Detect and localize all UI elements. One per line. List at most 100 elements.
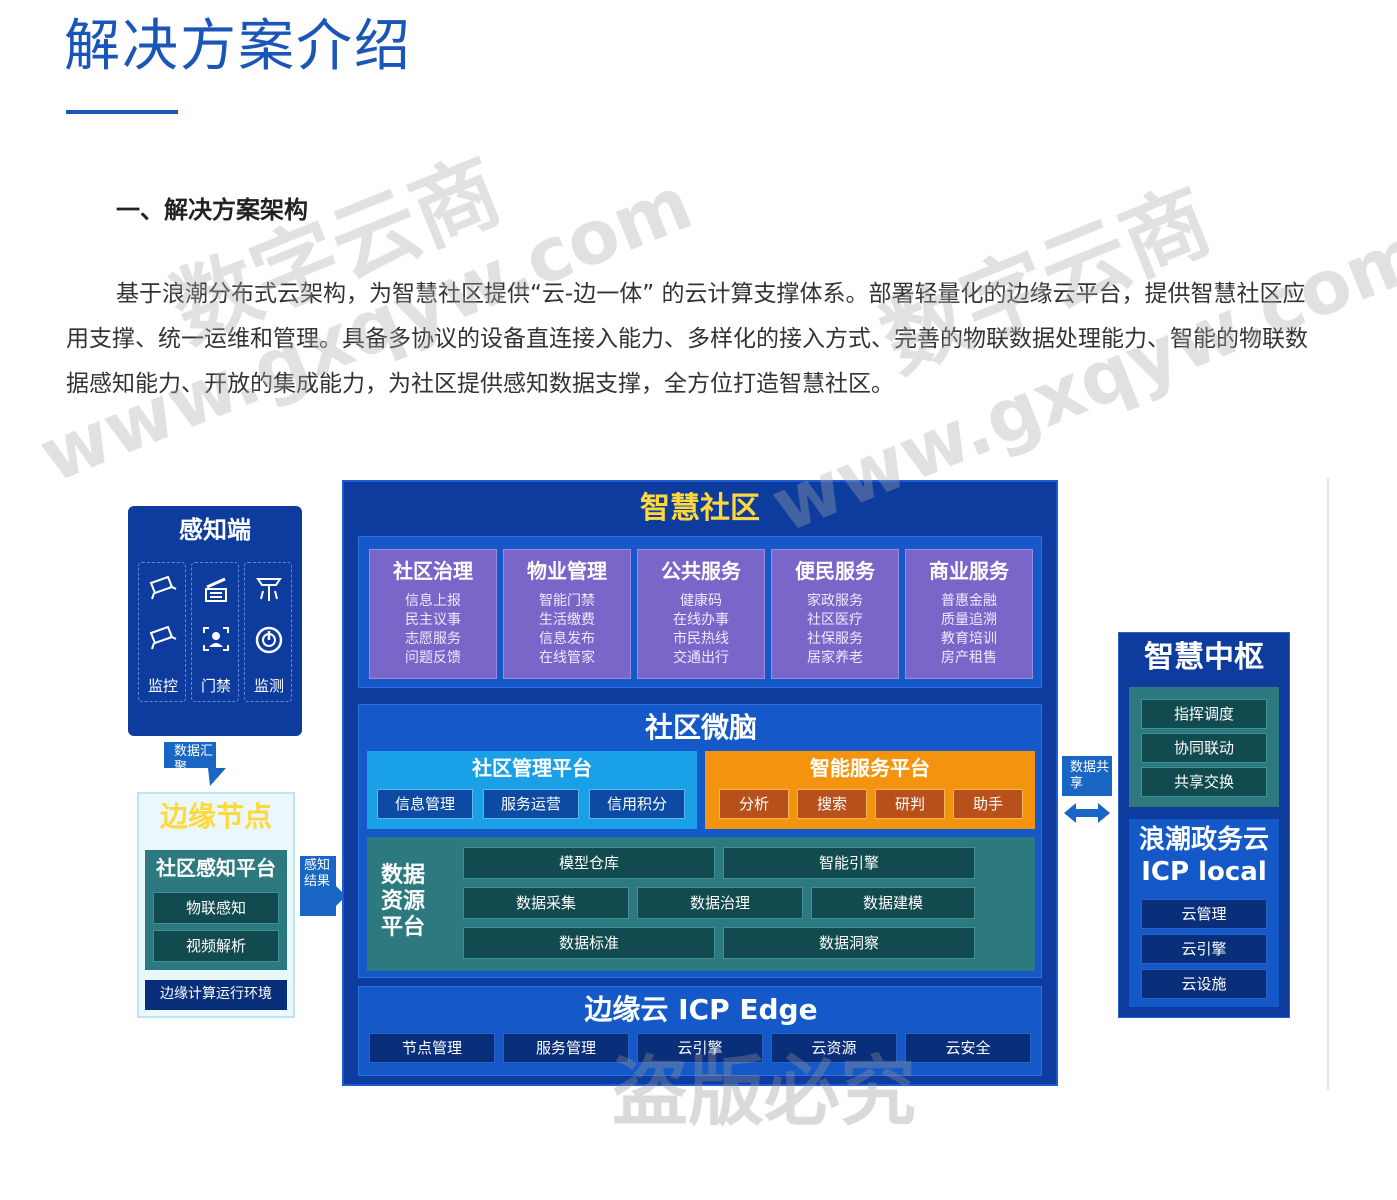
app-card-item: 房产租售 xyxy=(941,650,997,666)
camera-icon xyxy=(139,625,187,658)
app-card-item: 普惠金融 xyxy=(941,593,997,609)
search-chip: 搜索 xyxy=(797,789,867,819)
app-card-item: 交通出行 xyxy=(673,650,729,666)
app-card-title: 便民服务 xyxy=(795,559,875,583)
app-card-title: 物业管理 xyxy=(527,559,607,583)
app-card-item: 民主议事 xyxy=(405,612,461,628)
info-mgmt-chip: 信息管理 xyxy=(377,789,473,819)
data-resource-platform: 数据资源平台 模型仓库 智能引擎 数据采集 数据治理 数据建模 数据标准 数据洞… xyxy=(367,837,1035,971)
edge-node-panel: 边缘节点 社区感知平台 物联感知 视频解析 边缘计算运行环境 xyxy=(137,792,295,1018)
data-collect-arrow: 数据汇聚 xyxy=(164,742,234,788)
double-arrow-icon xyxy=(1064,803,1110,823)
data-collect-label: 数据汇聚 xyxy=(174,744,214,775)
smart-hub-panel: 智慧中枢 指挥调度 协同联动 共享交换 浪潮政务云 ICP local 云管理 … xyxy=(1118,632,1290,1018)
camera-icon xyxy=(139,575,187,608)
edge-cloud-band: 边缘云 ICP Edge 节点管理 服务管理 云引擎 云资源 云安全 xyxy=(358,986,1042,1076)
service-ops-chip: 服务运营 xyxy=(483,789,579,819)
data-insight-chip: 数据洞察 xyxy=(723,927,975,959)
coordination-chip: 协同联动 xyxy=(1141,733,1267,763)
sense-label-monitor: 监控 xyxy=(147,677,178,695)
cloud-facility-chip: 云设施 xyxy=(1141,969,1267,999)
face-id-icon xyxy=(192,625,240,660)
cloud-security-chip: 云安全 xyxy=(905,1033,1031,1063)
smart-service-title: 智能服务平台 xyxy=(810,756,930,780)
hub-services: 指挥调度 协同联动 共享交换 xyxy=(1129,687,1279,807)
app-card-title: 公共服务 xyxy=(661,559,741,583)
data-share-arrow: 数据共享 xyxy=(1062,756,1112,828)
sense-label-detect: 监测 xyxy=(253,677,284,695)
app-card-item: 在线管家 xyxy=(539,650,595,666)
sense-result-arrow: 感知结果 xyxy=(300,856,346,920)
app-card-public: 公共服务 健康码 在线办事 市民热线 交通出行 xyxy=(637,549,765,679)
app-card-item: 家政服务 xyxy=(807,593,863,609)
gate-icon xyxy=(192,575,240,610)
title-underline xyxy=(66,110,178,114)
data-modeling-chip: 数据建模 xyxy=(811,887,975,919)
community-brain-title: 社区微脑 xyxy=(644,711,757,744)
app-card-title: 社区治理 xyxy=(393,559,473,583)
edge-node-title: 边缘节点 xyxy=(159,800,272,833)
app-card-item: 教育培训 xyxy=(941,631,997,647)
right-divider xyxy=(1327,478,1329,1090)
app-card-item: 健康码 xyxy=(680,593,722,609)
smart-service-platform: 智能服务平台 分析 搜索 研判 助手 xyxy=(705,751,1035,829)
credit-points-chip: 信用积分 xyxy=(589,789,685,819)
app-card-item: 信息上报 xyxy=(405,593,461,609)
app-card-item: 市民热线 xyxy=(673,631,729,647)
data-governance-chip: 数据治理 xyxy=(637,887,803,919)
sense-label-gate: 门禁 xyxy=(200,677,231,695)
app-card-convenience: 便民服务 家政服务 社区医疗 社保服务 居家养老 xyxy=(771,549,899,679)
data-standard-chip: 数据标准 xyxy=(463,927,715,959)
judgment-chip: 研判 xyxy=(875,789,945,819)
edge-cloud-title: 边缘云 ICP Edge xyxy=(584,993,818,1026)
app-card-item: 智能门禁 xyxy=(539,593,595,609)
app-card-item: 问题反馈 xyxy=(405,650,461,666)
sensing-title: 感知端 xyxy=(179,516,251,544)
app-card-business: 商业服务 普惠金融 质量追溯 教育培训 房产租售 xyxy=(905,549,1033,679)
intro-paragraph: 基于浪潮分布式云架构，为智慧社区提供“云-边一体” 的云计算支撑体系。部署轻量化… xyxy=(66,281,1308,397)
app-card-property: 物业管理 智能门禁 生活缴费 信息发布 在线管家 xyxy=(503,549,631,679)
cloud-mgmt-chip: 云管理 xyxy=(1141,899,1267,929)
app-card-title: 商业服务 xyxy=(929,559,1009,583)
node-mgmt-chip: 节点管理 xyxy=(369,1033,495,1063)
smart-hub-title: 智慧中枢 xyxy=(1144,640,1264,675)
model-warehouse-chip: 模型仓库 xyxy=(463,847,715,879)
data-share-label: 数据共享 xyxy=(1070,760,1110,791)
cloud-engine-chip: 云引擎 xyxy=(1141,934,1267,964)
detect-column: 监测 xyxy=(244,562,292,702)
app-card-item: 信息发布 xyxy=(539,631,595,647)
community-mgmt-title: 社区管理平台 xyxy=(472,756,592,780)
smart-community-diagram: 智慧社区 社区治理 信息上报 民主议事 志愿服务 问题反馈 物业管理 智能门禁 … xyxy=(342,480,1058,1086)
page-title: 解决方案介绍 xyxy=(64,14,412,79)
cloud-resource-chip: 云资源 xyxy=(771,1033,897,1063)
video-analysis-chip: 视频解析 xyxy=(153,930,279,962)
diagram-main-title: 智慧社区 xyxy=(640,491,760,526)
data-collection-chip: 数据采集 xyxy=(463,887,629,919)
data-share-box xyxy=(1062,756,1112,796)
community-mgmt-platform: 社区管理平台 信息管理 服务运营 信用积分 xyxy=(367,751,697,829)
icp-local-title: ICP local xyxy=(1141,857,1267,887)
app-card-item: 在线办事 xyxy=(673,612,729,628)
app-card-item: 社保服务 xyxy=(807,631,863,647)
community-sense-platform: 社区感知平台 物联感知 视频解析 xyxy=(145,850,287,970)
iot-sense-chip: 物联感知 xyxy=(153,892,279,924)
analysis-chip: 分析 xyxy=(719,789,789,819)
app-card-governance: 社区治理 信息上报 民主议事 志愿服务 问题反馈 xyxy=(369,549,497,679)
data-resource-title: 数据资源平台 xyxy=(381,863,426,940)
apps-band: 社区治理 信息上报 民主议事 志愿服务 问题反馈 物业管理 智能门禁 生活缴费 … xyxy=(358,536,1042,688)
gov-cloud-box: 浪潮政务云 ICP local 云管理 云引擎 云设施 xyxy=(1129,819,1279,1007)
edge-runtime-chip: 边缘计算运行环境 xyxy=(145,980,287,1010)
community-sense-platform-title: 社区感知平台 xyxy=(156,856,276,880)
smart-engine-chip: 智能引擎 xyxy=(723,847,975,879)
app-card-item: 居家养老 xyxy=(807,650,863,666)
cloud-engine-chip: 云引擎 xyxy=(637,1033,763,1063)
gauge-icon xyxy=(245,625,293,662)
app-card-item: 社区医疗 xyxy=(807,612,863,628)
streetlight-icon xyxy=(245,575,293,610)
assistant-chip: 助手 xyxy=(953,789,1023,819)
sharing-exchange-chip: 共享交换 xyxy=(1141,767,1267,797)
command-dispatch-chip: 指挥调度 xyxy=(1141,699,1267,729)
sensing-panel: 感知端 监控 门禁 监测 xyxy=(128,506,302,736)
gov-cloud-title: 浪潮政务云 xyxy=(1138,825,1269,855)
monitor-column: 监控 xyxy=(138,562,186,702)
